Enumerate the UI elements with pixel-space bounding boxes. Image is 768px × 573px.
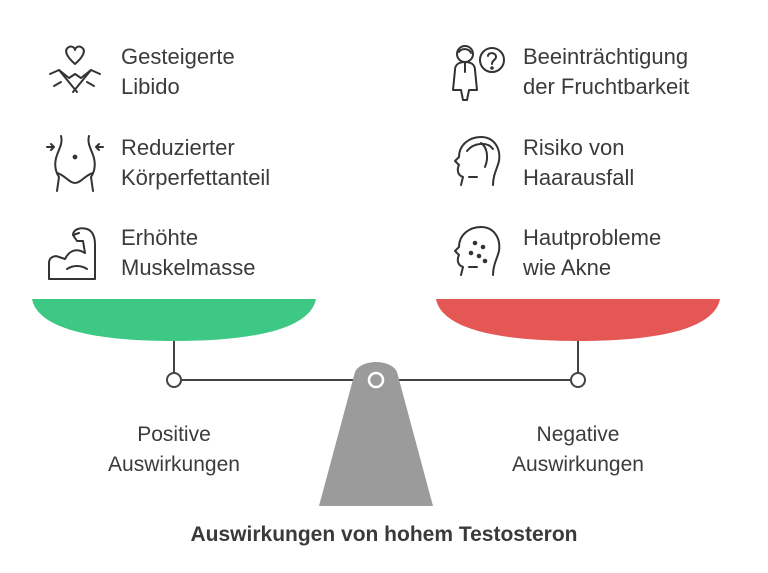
right-pivot [570,372,586,388]
positive-label: Positive Auswirkungen [84,420,264,480]
negative-label: Negative Auswirkungen [488,420,668,480]
item-increased-libido: Gesteigerte Libido [45,42,235,102]
positive-label-line1: Positive [137,423,211,446]
item-label-line2: Haarausfall [523,165,635,190]
item-label: Risiko von Haarausfall [523,133,634,193]
scale-stand [319,362,433,506]
negative-label-line1: Negative [536,423,620,446]
item-label-line1: Beeinträchtigung [523,44,689,69]
item-label-line1: Erhöhte [121,225,199,250]
positive-label-line2: Auswirkungen [108,453,240,476]
left-pivot [166,372,182,388]
libido-icon [45,42,105,102]
item-label-line1: Gesteigerte [121,44,235,69]
item-label: Gesteigerte Libido [121,42,235,102]
diagram-title: Auswirkungen von hohem Testosteron [190,523,578,546]
center-pivot [367,371,385,389]
waist-icon [45,133,105,193]
item-label: Reduzierter Körperfettanteil [121,133,270,193]
item-label-line2: der Fruchtbarkeit [523,74,690,99]
item-label-line2: wie Akne [523,255,612,280]
positive-pan [32,299,316,341]
item-increased-muscle-mass: Erhöhte Muskelmasse [45,223,255,283]
negative-pan [436,299,720,341]
item-reduced-body-fat: Reduzierter Körperfettanteil [45,133,270,193]
item-label: Hautprobleme wie Akne [523,223,661,283]
item-label: Erhöhte Muskelmasse [121,223,255,283]
item-label-line1: Hautprobleme [523,225,662,250]
item-label: Beeinträchtigung der Fruchtbarkeit [523,42,689,102]
item-label-line1: Reduzierter [121,135,235,160]
hair-loss-head-icon [447,133,507,193]
negative-label-line2: Auswirkungen [512,453,644,476]
item-skin-problems: Hautprobleme wie Akne [447,223,661,283]
item-label-line2: Libido [121,74,180,99]
item-impaired-fertility: Beeinträchtigung der Fruchtbarkeit [447,42,689,102]
item-label-line1: Risiko von [523,135,625,160]
fertility-question-icon [447,42,507,102]
item-label-line2: Körperfettanteil [121,165,271,190]
item-hair-loss-risk: Risiko von Haarausfall [447,133,634,193]
muscle-arm-icon [45,223,105,283]
acne-face-icon [447,223,507,283]
item-label-line2: Muskelmasse [121,255,256,280]
